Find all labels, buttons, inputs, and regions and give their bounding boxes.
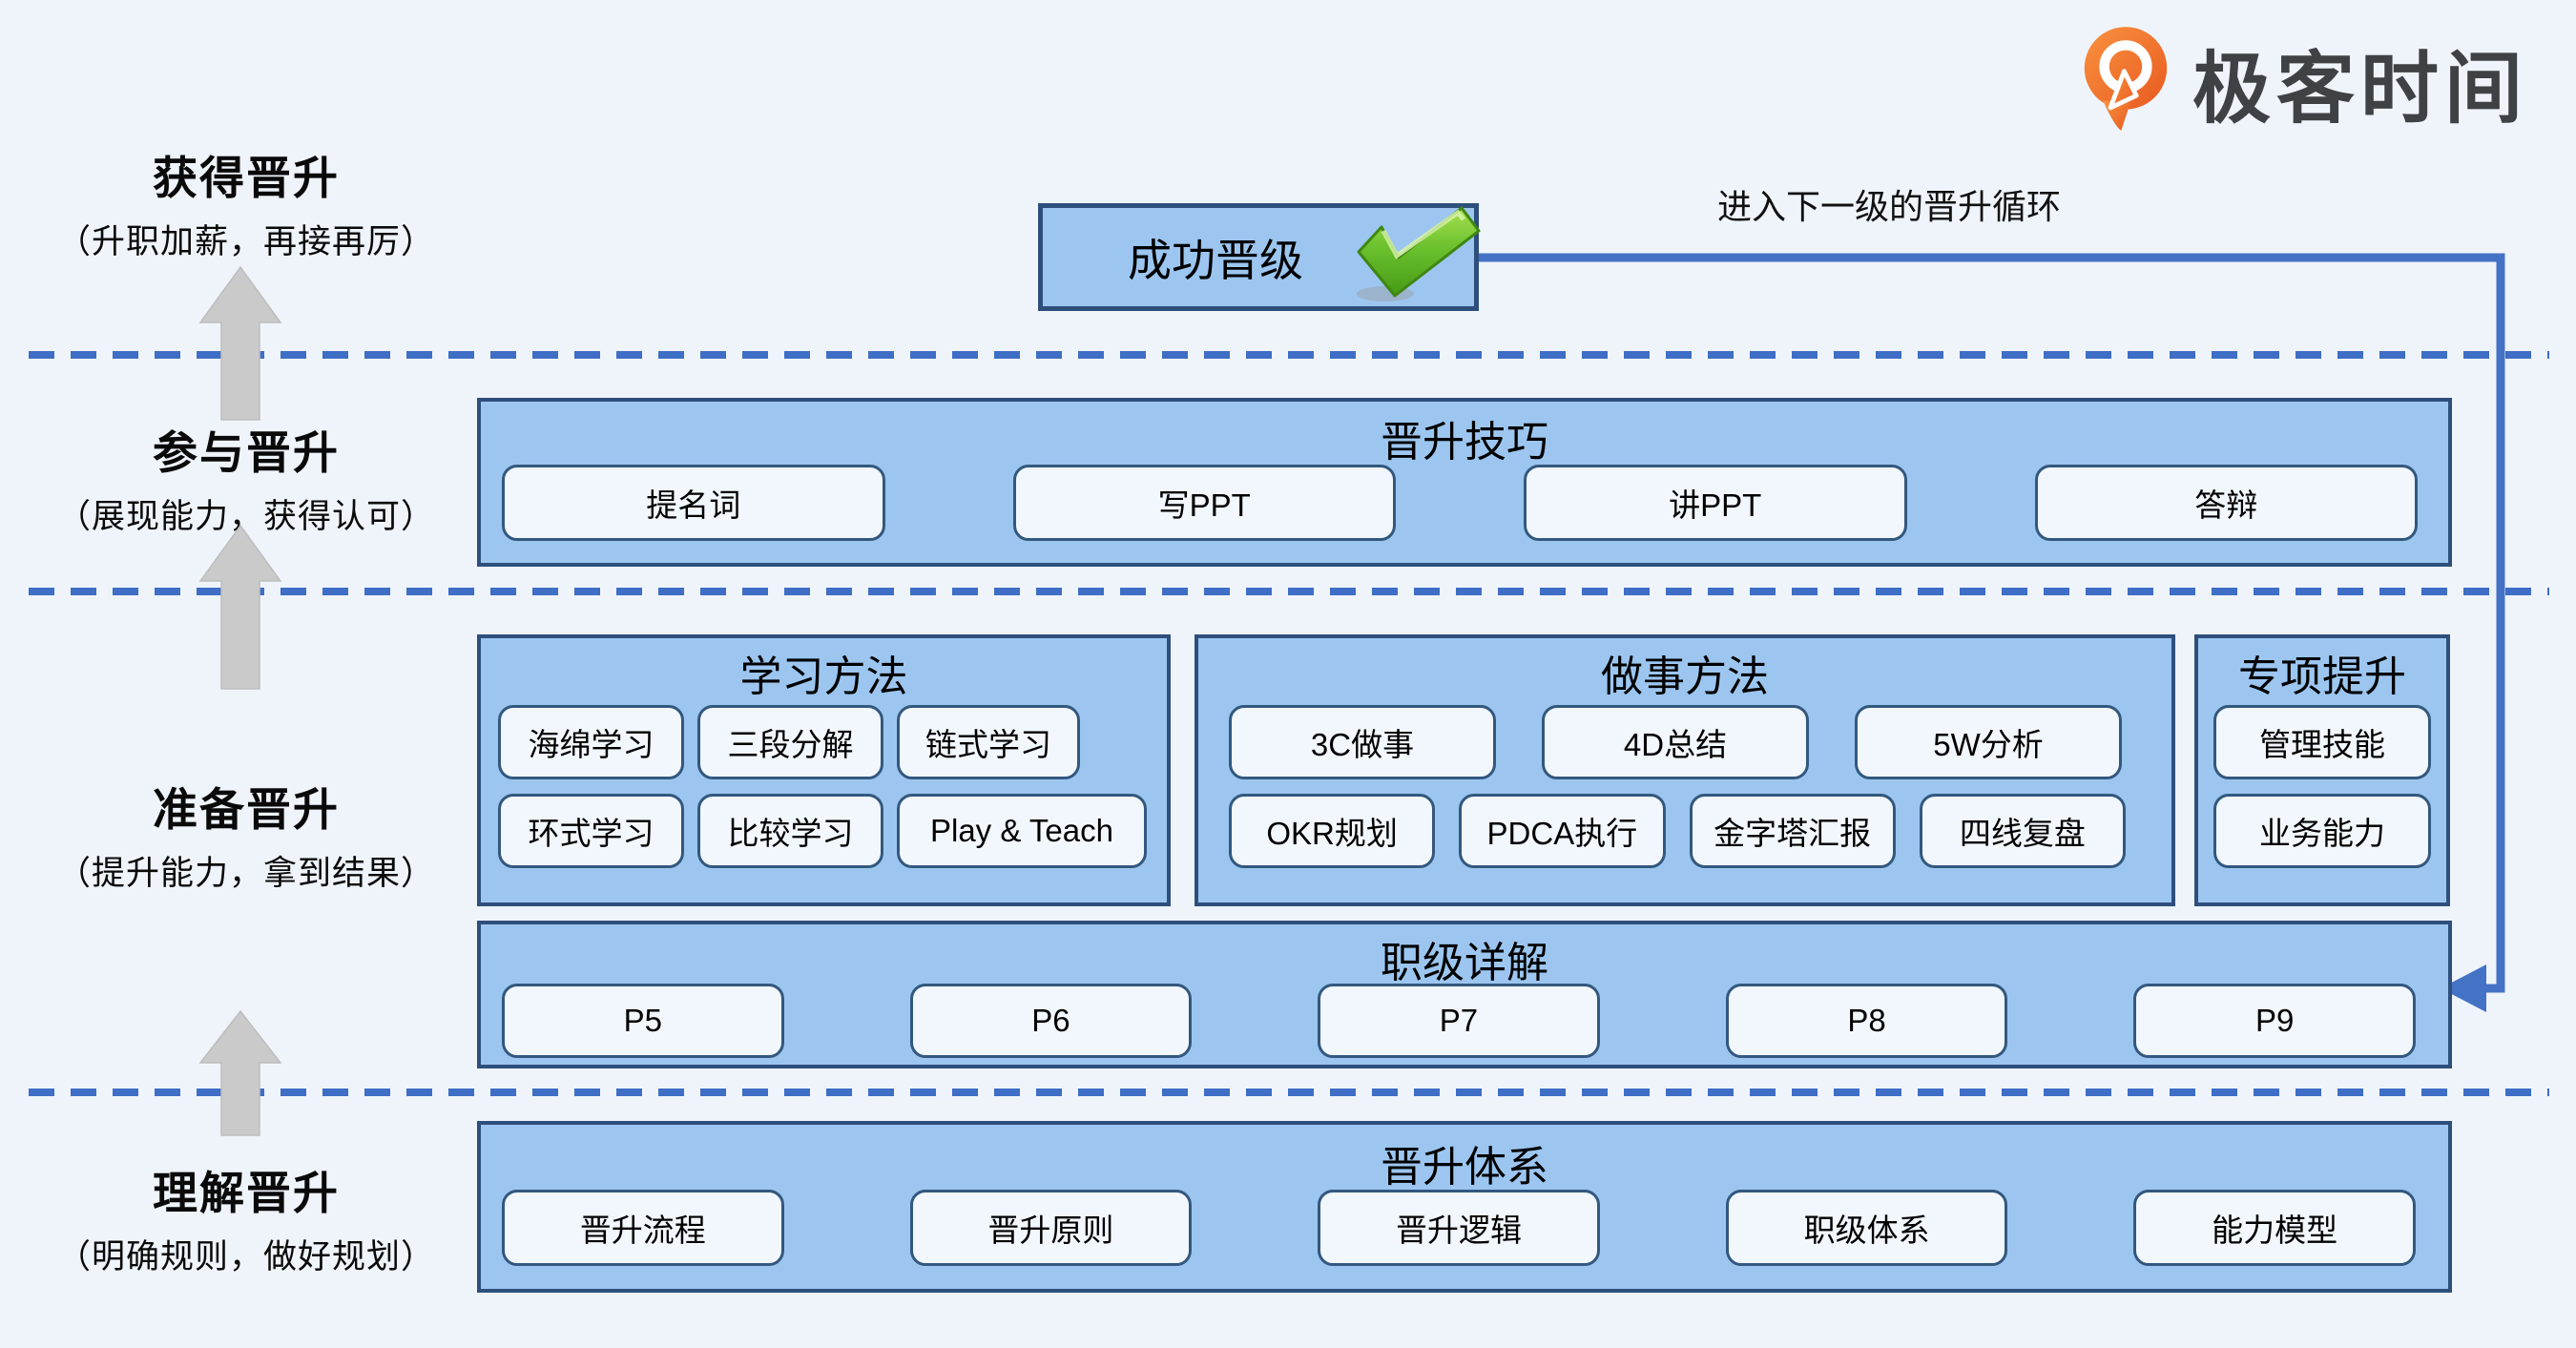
success-label: 成功晋级 <box>1128 235 1303 285</box>
panel-title: 做事方法 <box>1601 653 1769 700</box>
chip-ability-model: 能力模型 <box>2133 1190 2416 1266</box>
panel-promotion-system: 晋升体系 晋升流程 晋升原则 晋升逻辑 职级体系 能力模型 <box>477 1121 2452 1293</box>
chip-promotion-process: 晋升流程 <box>502 1190 784 1266</box>
geektime-logo-icon <box>2084 27 2168 131</box>
chip-present-ppt: 讲PPT <box>1524 465 1907 541</box>
chip-sponge-learning: 海绵学习 <box>498 705 684 779</box>
up-arrow-icon <box>198 524 282 690</box>
stage-title: 获得晋升 <box>153 153 340 203</box>
chip-promotion-logic: 晋升逻辑 <box>1318 1190 1600 1266</box>
stage-title: 参与晋升 <box>153 427 340 478</box>
chip-pyramid-report: 金字塔汇报 <box>1689 794 1896 868</box>
dashed-separator-bottom <box>29 1089 2549 1096</box>
chip-5w: 5W分析 <box>1855 705 2122 779</box>
stage-prepare-promotion: 准备晋升 （提升能力，拿到结果） <box>17 773 475 895</box>
dashed-separator-middle <box>29 588 2549 595</box>
chip-nomination: 提名词 <box>502 465 885 541</box>
chip-loop-learning: 环式学习 <box>498 794 684 868</box>
stage-subtitle: （展现能力，获得认可） <box>56 498 435 535</box>
up-arrow-icon <box>198 1009 282 1136</box>
chip-okr: OKR规划 <box>1229 794 1436 868</box>
success-promotion-box: 成功晋级 <box>1038 203 1479 311</box>
stage-gain-promotion: 获得晋升 （升职加薪，再接再厉） <box>17 141 475 263</box>
chip-four-line-review: 四线复盘 <box>1919 794 2126 868</box>
stage-understand-promotion: 理解晋升 （明确规则，做好规划） <box>17 1156 475 1278</box>
stage-participate-promotion: 参与晋升 （展现能力，获得认可） <box>17 416 475 538</box>
stage-title: 理解晋升 <box>153 1168 340 1218</box>
panel-promotion-skills: 晋升技巧 提名词 写PPT 讲PPT 答辩 <box>477 398 2452 567</box>
chip-three-stage: 三段分解 <box>697 705 883 779</box>
chip-level-system: 职级体系 <box>1725 1190 2008 1266</box>
panel-learning-methods: 学习方法 海绵学习 三段分解 链式学习 环式学习 比较学习 Play & Tea… <box>477 634 1171 906</box>
stage-subtitle: （升职加薪，再接再厉） <box>56 223 435 260</box>
up-arrow-icon <box>198 265 282 421</box>
chip-management-skills: 管理技能 <box>2213 705 2431 779</box>
chip-play-teach: Play & Teach <box>897 794 1147 868</box>
chip-chain-learning: 链式学习 <box>897 705 1080 779</box>
panel-title: 晋升体系 <box>1381 1144 1548 1191</box>
chip-3c: 3C做事 <box>1229 705 1496 779</box>
chip-p7: P7 <box>1318 984 1600 1058</box>
chip-pdca: PDCA执行 <box>1459 794 1666 868</box>
chip-promotion-principles: 晋升原则 <box>909 1190 1193 1266</box>
stage-title: 准备晋升 <box>153 784 340 835</box>
chip-p8: P8 <box>1725 984 2008 1058</box>
panel-special-improvement: 专项提升 管理技能 业务能力 <box>2194 634 2450 906</box>
chip-compare-learning: 比较学习 <box>697 794 883 868</box>
panel-title: 晋升技巧 <box>1381 419 1548 466</box>
geektime-logo-text: 极客时间 <box>2192 45 2529 133</box>
chip-4d: 4D总结 <box>1542 705 1809 779</box>
loop-label: 进入下一级的晋升循环 <box>1716 187 2061 226</box>
chip-p5: P5 <box>502 984 784 1058</box>
stage-subtitle: （提升能力，拿到结果） <box>56 855 435 892</box>
chip-p9: P9 <box>2133 984 2416 1058</box>
chip-write-ppt: 写PPT <box>1012 465 1396 541</box>
green-check-icon <box>1357 206 1481 301</box>
panel-title: 学习方法 <box>739 653 908 700</box>
chip-defense: 答辩 <box>2034 465 2418 541</box>
chip-p6: P6 <box>909 984 1193 1058</box>
stage-subtitle: （明确规则，做好规划） <box>56 1238 435 1275</box>
panel-level-details: 职级详解 P5 P6 P7 P8 P9 <box>477 921 2452 1068</box>
panel-doing-methods: 做事方法 3C做事 4D总结 5W分析 OKR规划 PDCA执行 金字塔汇报 四… <box>1195 634 2175 906</box>
dashed-separator-top <box>29 351 2549 359</box>
geektime-logo: 极客时间 <box>2080 19 2528 143</box>
chip-business-ability: 业务能力 <box>2213 794 2431 868</box>
panel-title: 专项提升 <box>2238 653 2406 700</box>
panel-title: 职级详解 <box>1381 940 1548 986</box>
